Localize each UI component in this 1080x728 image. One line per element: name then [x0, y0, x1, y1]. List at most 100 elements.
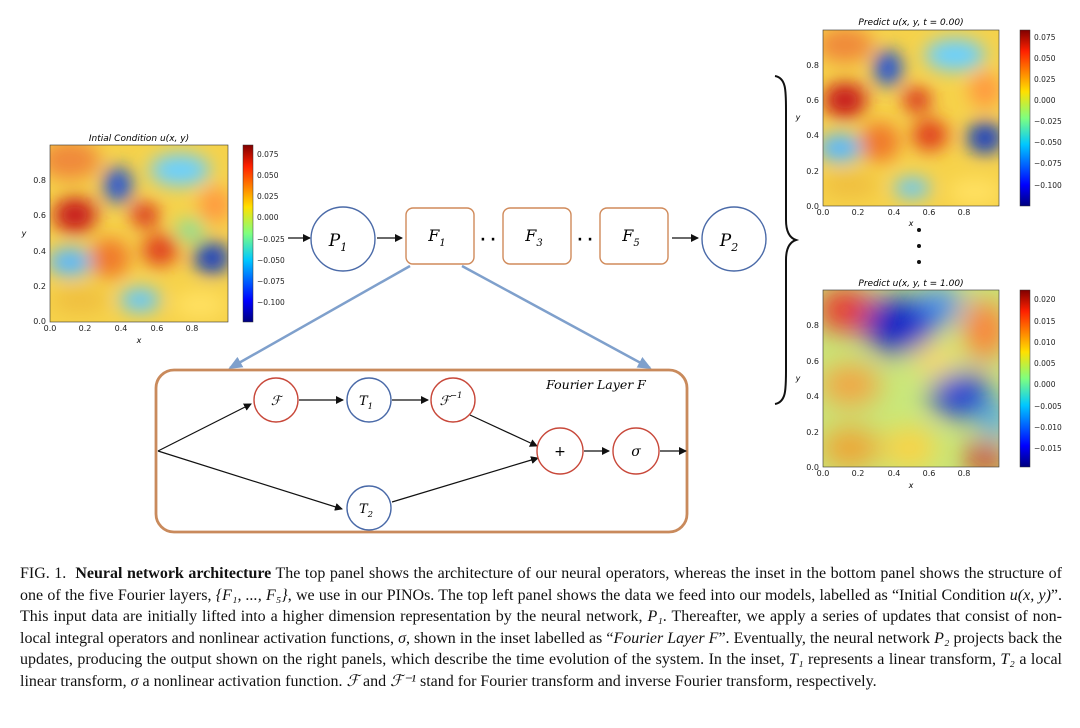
caption-math: ℱ⁻¹: [390, 672, 416, 690]
tick-label: 0.4: [806, 392, 819, 401]
caption-text: The top panel shows the architecture of …: [20, 565, 1062, 604]
curly-brace: [774, 75, 800, 405]
tick-label: 0.6: [923, 469, 936, 478]
initial-colorbar-ticks: 0.075 0.050 0.025 0.000 −0.025 −0.050 −0…: [257, 150, 285, 307]
caption-text: , we use in our PINOs. The top left pane…: [287, 586, 1010, 604]
cbar-tick: 0.000: [1034, 96, 1056, 105]
node-sigma-label: σ: [631, 444, 641, 460]
tick-label: 0.0: [817, 469, 830, 478]
tick-label: 0.8: [186, 324, 199, 333]
caption-text: . Thereafter, we apply a series of updat…: [20, 608, 1062, 647]
fourier-layer-inset: Fourier Layer F ℱ T1 ℱ−1 T2 + σ: [154, 368, 689, 534]
tick-label: 0.2: [806, 428, 819, 437]
pred0-heatmap: [823, 30, 999, 206]
caption-text: a local linear transform,: [20, 651, 1062, 690]
node-p2-label: P2: [719, 231, 738, 254]
initial-condition-plot: Intial Condition u(x, y): [21, 134, 285, 345]
cbar-tick: 0.010: [1034, 338, 1056, 347]
pred1-ylabel: y: [795, 374, 801, 383]
caption-text: and: [359, 672, 391, 690]
node-inv-fourier-label: ℱ−1: [440, 391, 463, 409]
tick-label: 0.0: [44, 324, 57, 333]
pred0-xlabel: x: [908, 219, 914, 228]
node-f5: [599, 207, 669, 265]
caption-text: represents a linear transform,: [803, 651, 1001, 668]
cbar-tick: −0.075: [1034, 159, 1062, 168]
pred0-plot-title: Predict u(x, y, t = 0.00): [858, 18, 963, 28]
tick-label: 0.2: [852, 208, 865, 217]
tick-label: 0.8: [958, 208, 971, 217]
tick-label: 0.2: [852, 469, 865, 478]
tick-label: 0.2: [806, 167, 819, 176]
inset-title: Fourier Layer F: [545, 377, 647, 392]
pred1-plot-title: Predict u(x, y, t = 1.00): [858, 279, 963, 289]
edge-in-to-fourier: [157, 403, 252, 452]
cbar-tick: 0.075: [257, 150, 279, 159]
node-plus: [536, 427, 584, 475]
edge-invfourier-to-plus: [469, 414, 538, 447]
tick-label: 0.4: [888, 208, 901, 217]
tick-label: 0.6: [151, 324, 164, 333]
caption-math: T₂: [1000, 651, 1015, 668]
pipeline: P1 F1 · · F3 · · F5 P2: [228, 75, 800, 405]
pred1-y-ticks: 0.0 0.2 0.4 0.6 0.8: [806, 321, 819, 472]
cbar-tick: 0.005: [1034, 359, 1056, 368]
cbar-tick: −0.010: [1034, 423, 1062, 432]
node-sigma: [612, 427, 660, 475]
caption-math: P₁: [647, 608, 663, 625]
cbar-tick: 0.050: [257, 171, 279, 180]
initial-y-ticks: 0.0 0.2 0.4 0.6 0.8: [33, 176, 46, 326]
node-p1: [310, 206, 376, 272]
tick-label: 0.2: [33, 282, 46, 291]
pred1-x-ticks: 0.0 0.2 0.4 0.6 0.8: [817, 469, 971, 478]
edge-t2-to-plus: [391, 456, 539, 503]
cbar-tick: 0.020: [1034, 295, 1056, 304]
cbar-tick: 0.015: [1034, 317, 1056, 326]
initial-heatmap: [50, 145, 228, 322]
node-t2: [346, 485, 392, 531]
node-fourier: [253, 377, 299, 423]
node-fourier-label: ℱ: [271, 394, 284, 409]
pred1-colorbar: [1019, 289, 1031, 468]
cbar-tick: −0.015: [1034, 444, 1062, 453]
pred0-colorbar-ticks: 0.075 0.050 0.025 0.000 −0.025 −0.050 −0…: [1034, 33, 1062, 190]
pred1-colorbar-ticks: 0.020 0.015 0.010 0.005 0.000 −0.005 −0.…: [1034, 295, 1062, 453]
cbar-tick: −0.050: [257, 256, 285, 265]
cbar-tick: 0.000: [257, 213, 279, 222]
figure-caption: FIG. 1. Neural network architecture The …: [20, 563, 1062, 692]
tick-label: 0.8: [806, 61, 819, 70]
tick-label: 0.0: [33, 317, 46, 326]
cbar-tick: 0.025: [1034, 75, 1056, 84]
architecture-figure: Intial Condition u(x, y): [21, 18, 1062, 534]
caption-italic: Fourier Layer F: [613, 629, 719, 647]
caption-title: Neural network architecture: [75, 565, 272, 582]
tick-label: 0.4: [33, 247, 46, 256]
caption-math: T₁: [789, 651, 804, 668]
tick-label: 0.4: [888, 469, 901, 478]
tick-label: 0.8: [33, 176, 46, 185]
caption-math: P₂: [934, 629, 950, 647]
cbar-tick: 0.000: [1034, 380, 1056, 389]
tick-label: 0.8: [806, 321, 819, 330]
initial-xlabel: x: [136, 336, 142, 345]
tick-label: 0.6: [923, 208, 936, 217]
node-f3: [502, 207, 572, 265]
cbar-tick: 0.075: [1034, 33, 1056, 42]
caption-math: σ: [398, 629, 406, 647]
tick-label: 0.0: [817, 208, 830, 217]
caption-text: projects back the updates, producing the…: [20, 629, 1063, 669]
cbar-tick: −0.005: [1034, 402, 1062, 411]
node-t2-label: T2: [359, 502, 373, 520]
pred0-colorbar: [1019, 29, 1031, 207]
caption-text: ”. This input data are initially lifted …: [20, 586, 1063, 626]
caption-math: u(x, y): [1009, 586, 1051, 604]
caption-text: stand for Fourier transform and inverse …: [415, 672, 877, 690]
node-inv-fourier: [430, 377, 476, 423]
cbar-tick: −0.075: [257, 277, 285, 286]
node-p1-label: P1: [328, 231, 347, 254]
caption-math: σ: [130, 672, 139, 690]
caption-text: ”. Eventually, the neural network: [718, 629, 935, 647]
tick-label: 0.0: [806, 463, 819, 472]
caption-text: a nonlinear activation function.: [138, 672, 347, 690]
tick-label: 0.0: [806, 202, 819, 211]
